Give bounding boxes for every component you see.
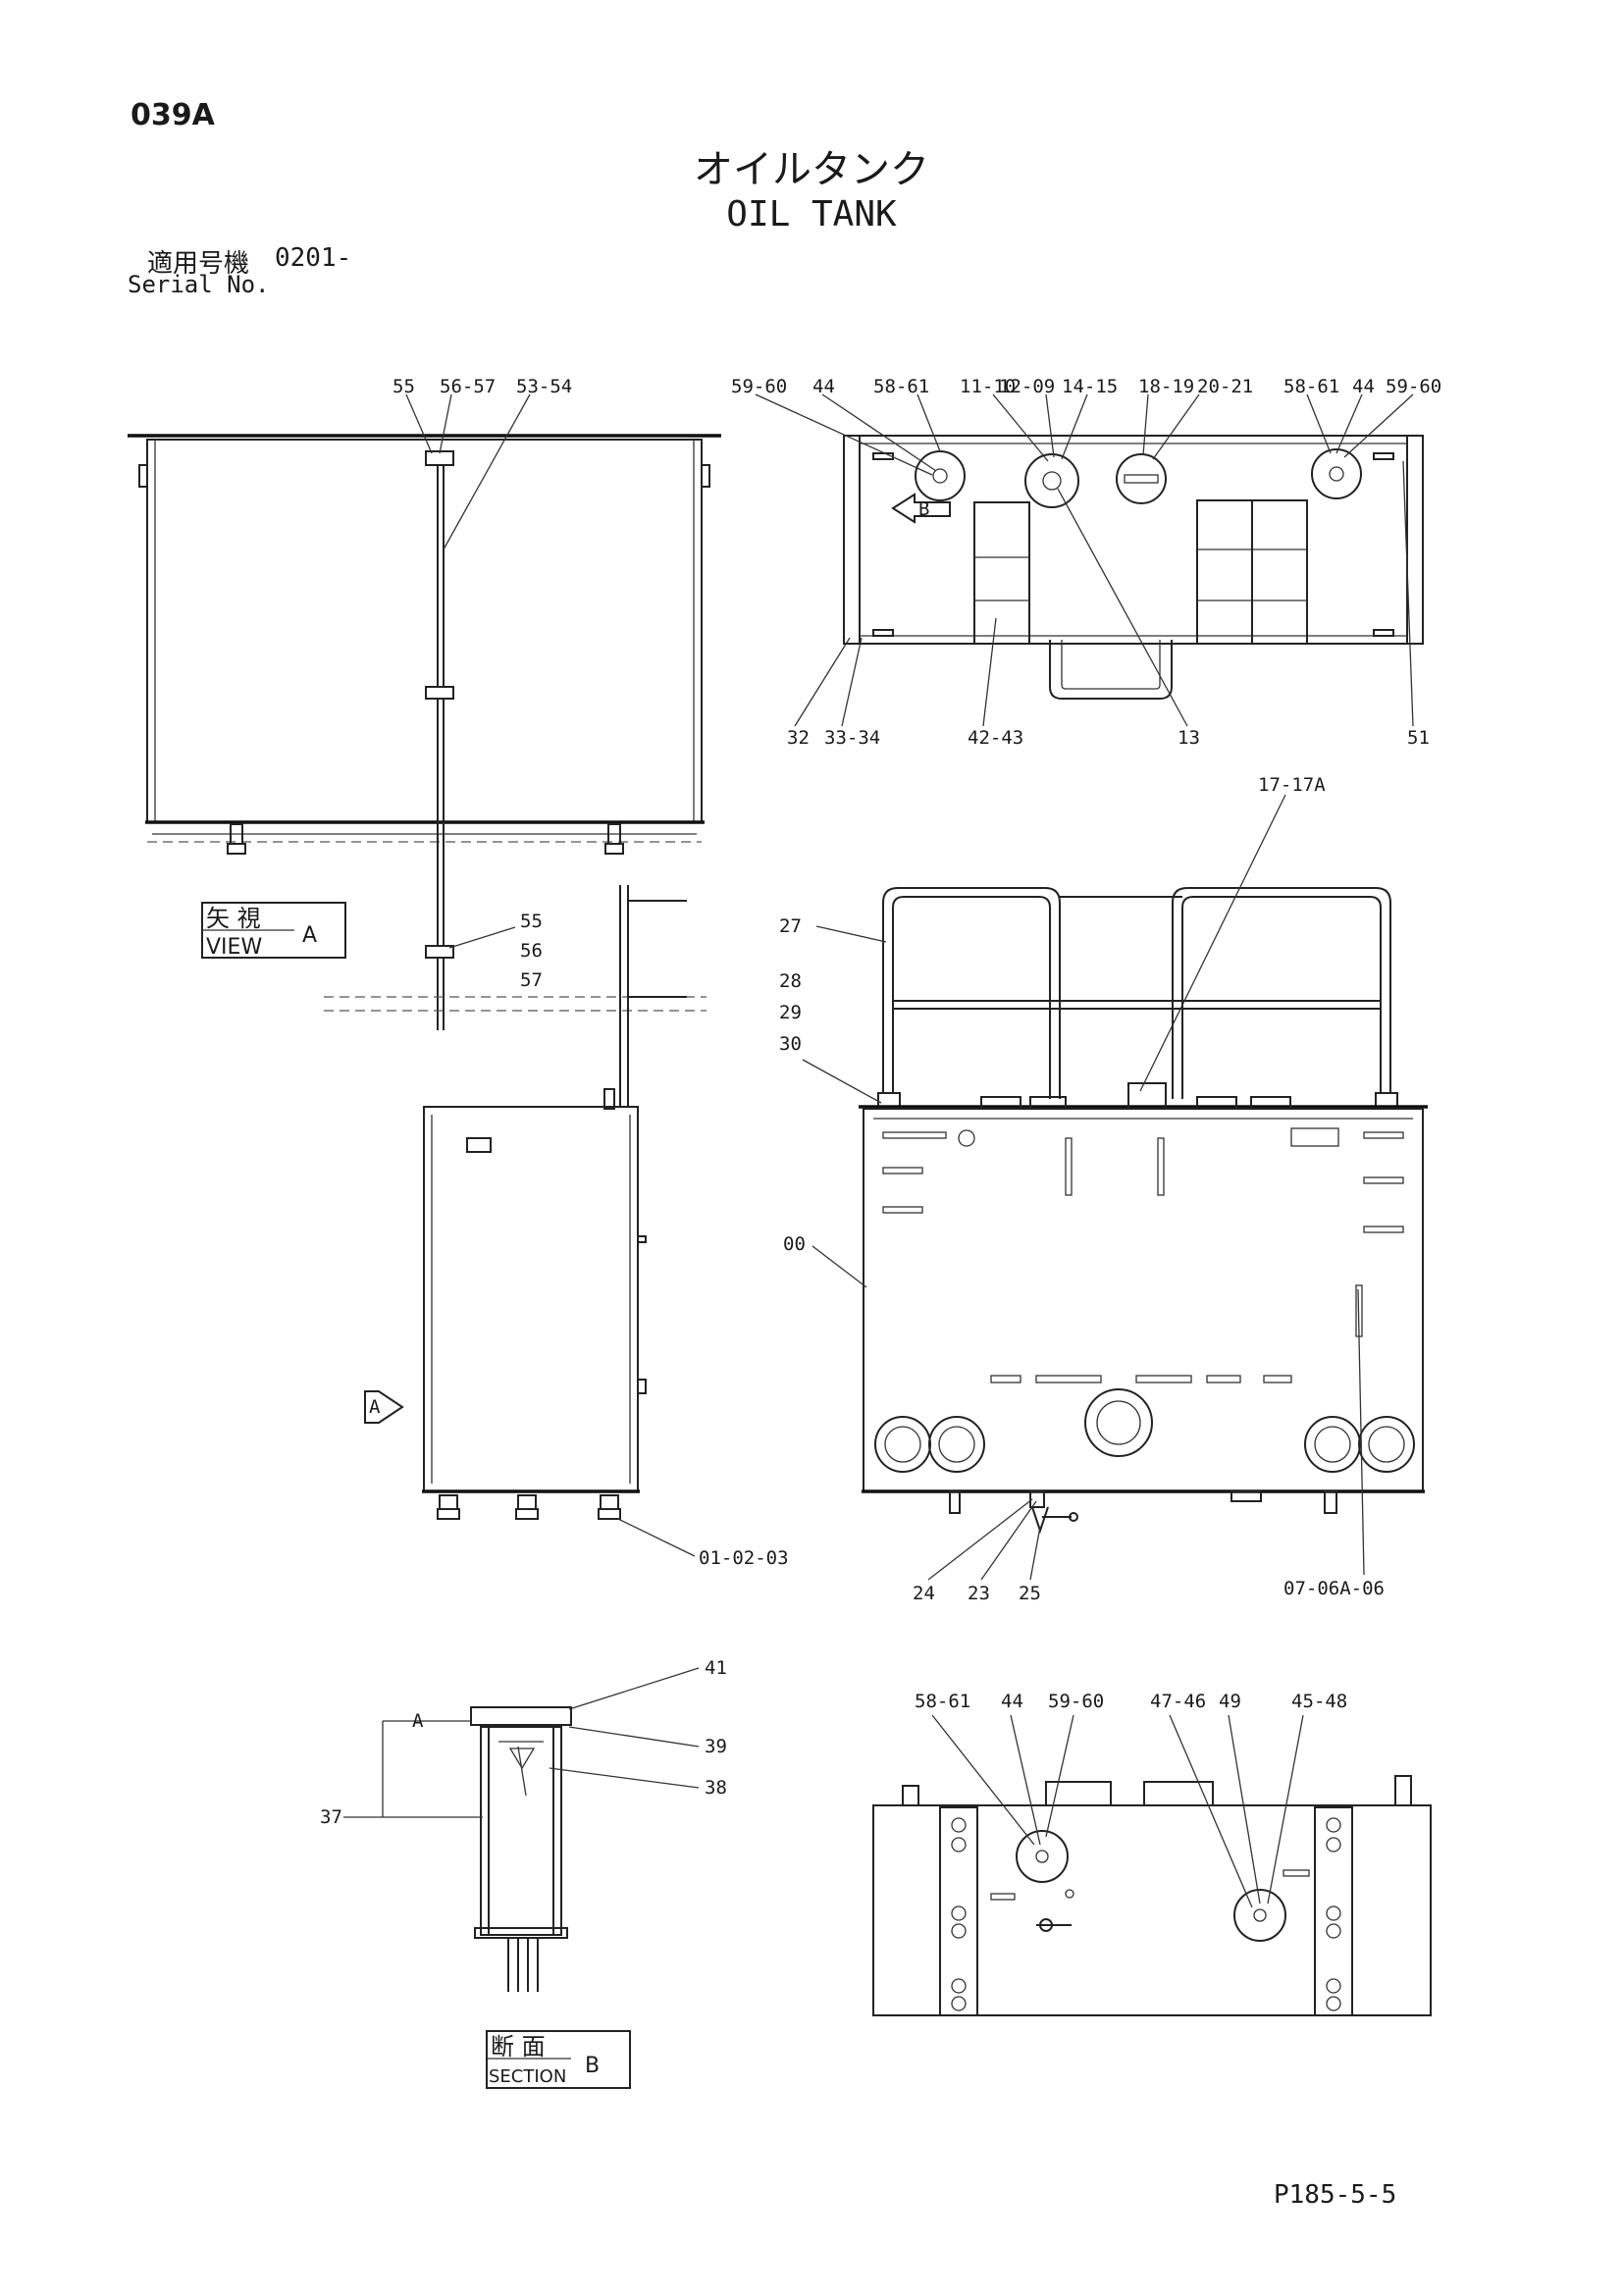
view-a-drawing [128, 393, 721, 1030]
callout-section-38: 38 [705, 1777, 727, 1799]
callout-top-44-left: 44 [812, 376, 835, 397]
bottom-view-drawing [872, 1714, 1432, 2016]
top-view-drawing [843, 435, 1424, 700]
callout-view-a-56-57: 56-57 [440, 376, 496, 397]
callout-bottom-58-61: 58-61 [915, 1691, 970, 1712]
callout-top-51: 51 [1407, 727, 1430, 749]
callout-top-59-60-left: 59-60 [731, 376, 787, 397]
callout-top-58-61-left: 58-61 [873, 376, 929, 397]
section-b-drawing: A [343, 1667, 700, 1992]
callout-bottom-47-46: 47-46 [1150, 1691, 1206, 1712]
callout-front-25: 25 [1019, 1583, 1041, 1604]
callout-view-a-lower-56: 56 [520, 940, 543, 962]
title-japanese: オイルタンク [694, 147, 929, 192]
serial-label-japanese: 適用号機 [147, 249, 250, 279]
callout-view-a-53-54: 53-54 [516, 376, 572, 397]
callout-front-07-06a-06: 07-06A-06 [1283, 1578, 1385, 1599]
arrow-a-letter: A [369, 1396, 381, 1418]
callout-top-44-right: 44 [1352, 376, 1375, 397]
callout-section-41: 41 [705, 1657, 727, 1679]
callout-top-11-10: 11-10 [960, 376, 1016, 397]
arrow-b-letter: B [918, 498, 929, 520]
section-b-letter: B [585, 2054, 600, 2078]
arrow-a-marker: A [364, 1390, 404, 1424]
view-a-letter: A [302, 923, 317, 948]
callout-view-a-lower-55: 55 [520, 911, 543, 932]
callout-front-00: 00 [783, 1233, 806, 1255]
callout-front-24: 24 [913, 1583, 935, 1604]
front-view-leaders [802, 794, 1365, 1581]
callout-side-01-02-03: 01-02-03 [699, 1547, 789, 1569]
top-view-leaders [755, 393, 1414, 727]
callout-view-a-55: 55 [393, 376, 415, 397]
callout-top-14-15: 14-15 [1062, 376, 1118, 397]
callout-bottom-49: 49 [1219, 1691, 1241, 1712]
callout-front-28: 28 [779, 970, 802, 992]
page-code: 039A [131, 98, 215, 132]
view-a-label-en: VIEW [206, 935, 262, 960]
callout-section-37: 37 [320, 1806, 342, 1828]
callout-top-33-34: 33-34 [824, 727, 880, 749]
callout-labels: 55 56-57 53-54 55 56 57 59-60 44 58-61 1… [320, 376, 1441, 1828]
front-view-drawing [859, 887, 1428, 1535]
callout-top-13: 13 [1178, 727, 1200, 749]
title-english: OIL TANK [726, 194, 897, 235]
arrow-b-marker: B [891, 493, 951, 524]
callout-top-18-19: 18-19 [1138, 376, 1194, 397]
callout-top-12-09: 12-09 [999, 376, 1055, 397]
view-a-label-box: 矢 視 VIEW A [201, 902, 346, 960]
side-view-drawing [422, 885, 696, 1557]
view-a-label-ja: 矢 視 [206, 905, 261, 932]
callout-top-58-61-right: 58-61 [1283, 376, 1339, 397]
callout-top-42-43: 42-43 [968, 727, 1023, 749]
serial-label-english: Serial No. [128, 271, 270, 298]
serial-value: 0201- [275, 243, 352, 273]
callout-view-a-lower-57: 57 [520, 969, 543, 991]
section-a-letter: A [412, 1710, 424, 1732]
callout-top-32: 32 [787, 727, 810, 749]
callout-front-23: 23 [968, 1583, 990, 1604]
callout-bottom-45-48: 45-48 [1291, 1691, 1347, 1712]
callout-top-20-21: 20-21 [1197, 376, 1253, 397]
page-number: P185-5-5 [1274, 2180, 1397, 2210]
callout-bottom-59-60: 59-60 [1048, 1691, 1104, 1712]
callout-front-17-17a: 17-17A [1258, 774, 1326, 796]
callout-top-59-60-right: 59-60 [1386, 376, 1441, 397]
section-b-label-box: 断 面 SECTION B [486, 2030, 631, 2089]
callout-front-29: 29 [779, 1002, 802, 1023]
callout-section-39: 39 [705, 1736, 727, 1757]
section-b-label-en: SECTION [489, 2066, 566, 2087]
callout-bottom-44: 44 [1001, 1691, 1023, 1712]
callout-front-27: 27 [779, 915, 802, 937]
section-b-label-ja: 断 面 [491, 2033, 546, 2061]
callout-front-30: 30 [779, 1033, 802, 1055]
